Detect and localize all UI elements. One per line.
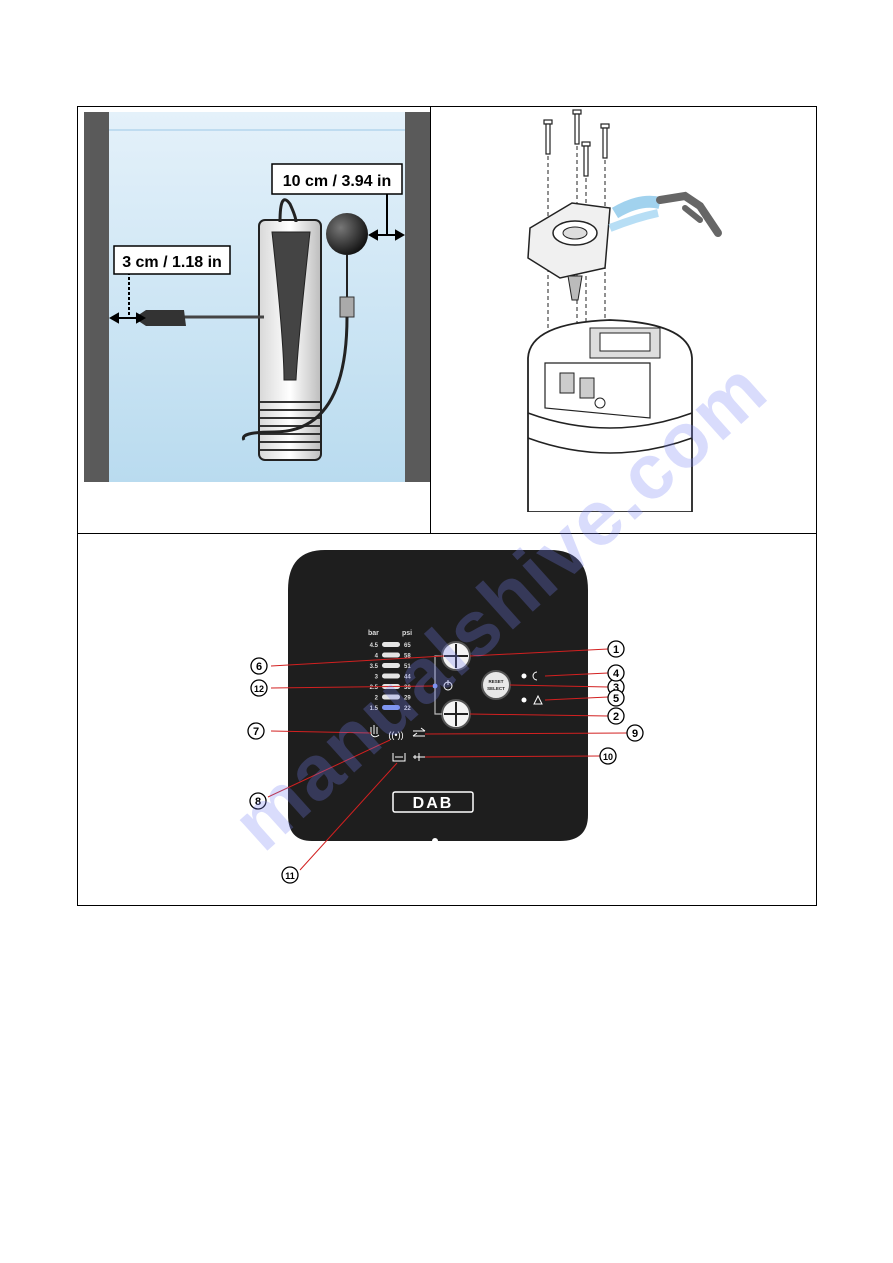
- gauge-led: [382, 652, 400, 658]
- table-divider-horizontal: [77, 533, 817, 534]
- up-button[interactable]: [441, 641, 471, 671]
- dab-logo: DAB: [392, 791, 474, 813]
- dimension-float-box: [271, 163, 403, 195]
- float-ball: [241, 213, 368, 441]
- down-button[interactable]: [441, 699, 471, 729]
- tap-icon: [413, 753, 425, 761]
- callout-number: 8: [255, 796, 261, 808]
- gauge-led: [382, 663, 400, 668]
- callout-circle: [626, 724, 644, 742]
- restart-icon: [521, 671, 538, 681]
- callout-circle: [607, 707, 625, 725]
- gauge-bar-value: 2: [375, 696, 379, 702]
- figure-table: [77, 106, 817, 906]
- gauge-led: [382, 673, 400, 679]
- pressure-gauge: 4.5 65 4 58 3.5 51 3 44 2.5 36 2 29 1.5 22: [370, 642, 411, 712]
- gauge-bar-value: 3.5: [370, 664, 379, 670]
- callout-number: 10: [603, 752, 613, 762]
- callout-circle: [249, 792, 267, 810]
- callout-circle: [607, 640, 625, 658]
- gauge-unit-bar: bar: [368, 630, 379, 637]
- callout-lines: [267, 648, 629, 871]
- gauge-psi-value: 65: [404, 643, 411, 649]
- gauge-unit-psi: psi: [402, 630, 412, 637]
- callout-circle: [599, 747, 617, 765]
- gauge-psi-value: 22: [404, 706, 411, 712]
- gauge-psi-value: 36: [404, 685, 411, 691]
- gauge-bar-value: 3: [375, 675, 379, 681]
- exchange-icon: [412, 727, 426, 737]
- table-divider-vertical: [430, 106, 431, 534]
- gauge-psi-value: 44: [404, 675, 411, 681]
- gauge-led: [382, 705, 400, 710]
- svg-text:DAB: DAB: [413, 795, 454, 812]
- warning-icon: [521, 694, 543, 705]
- callout-number: 12: [254, 684, 264, 694]
- callout-circle: [607, 664, 625, 682]
- callout-circle: [250, 679, 268, 697]
- reset-select-button[interactable]: RESET SELECT: [481, 670, 511, 700]
- callout-number: 5: [613, 693, 619, 705]
- dimension-float-arrow: [367, 194, 406, 241]
- gauge-bar-value: 2.5: [370, 685, 379, 691]
- wireless-icon: ((•)): [388, 730, 403, 740]
- power-icon: [443, 680, 453, 691]
- callout-number: 9: [632, 728, 638, 740]
- callout-number: 1: [613, 644, 619, 656]
- dimension-float-label: 10 cm / 3.94 in: [283, 173, 392, 190]
- water-hose: [608, 191, 722, 237]
- panel-body: [288, 550, 588, 841]
- callout-circle: [607, 689, 625, 707]
- callout-number: 11: [285, 871, 295, 881]
- callout-number: 7: [253, 726, 259, 738]
- gauge-led: [382, 642, 400, 647]
- pump-body: [258, 198, 322, 461]
- well-wall-left: [84, 112, 109, 482]
- gauge-bar-value: 1.5: [370, 706, 379, 712]
- gauge-bar-value: 4: [375, 654, 379, 660]
- dry-run-icon: [392, 753, 406, 762]
- callout-circle: [281, 866, 299, 884]
- power-led: [432, 683, 438, 689]
- reset-label: RESET: [488, 679, 503, 684]
- callout-number: 2: [613, 711, 619, 723]
- figure-filter-cleaning: [500, 108, 730, 517]
- select-label: SELECT: [487, 686, 505, 691]
- screws: [543, 109, 610, 177]
- gauge-bar-value: 4.5: [370, 643, 379, 649]
- manual-hand-icon: [370, 725, 380, 738]
- callout-circle: [250, 657, 268, 675]
- pump-top: [527, 319, 693, 513]
- gauge-psi-value: 51: [404, 664, 411, 670]
- dimension-side-box: [113, 245, 231, 275]
- dimension-side-label: 3 cm / 1.18 in: [122, 254, 222, 271]
- callout-number: 4: [613, 668, 620, 680]
- figure-pump-in-well: 3 cm / 1.18 in 10 cm / 3.94 in: [84, 112, 430, 487]
- gauge-psi-value: 58: [404, 654, 411, 660]
- callout-circle: [247, 722, 265, 740]
- dimension-side-arrow: [108, 272, 147, 324]
- callout-number: 3: [613, 682, 619, 694]
- svg-text:((•)): ((•)): [388, 730, 403, 740]
- gauge-led: [382, 694, 400, 700]
- well-wall-right: [405, 112, 430, 482]
- gauge-psi-value: 29: [404, 696, 411, 702]
- callout-number: 6: [256, 661, 262, 673]
- filter-head: [527, 202, 611, 301]
